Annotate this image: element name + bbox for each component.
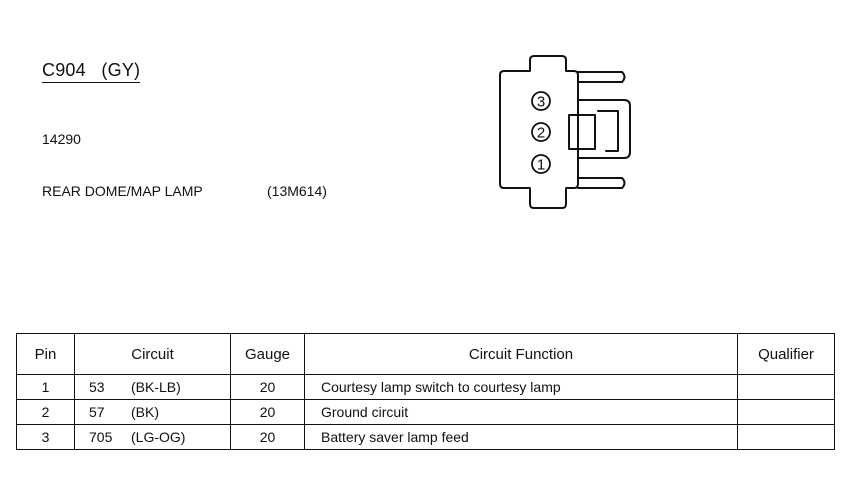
- table-header-row: Pin Circuit Gauge Circuit Function Quali…: [16, 333, 835, 375]
- circuit-number: 57: [89, 404, 105, 420]
- latch-arm-bottom: [577, 177, 626, 189]
- circuit-function-cell: Ground circuit: [304, 399, 738, 425]
- latch-arm-top: [577, 71, 626, 83]
- latch-bracket: [577, 99, 631, 159]
- circuit-function-cell: Battery saver lamp feed: [304, 424, 738, 450]
- table-row: 3 705 (LG-OG) 20 Battery saver lamp feed: [16, 424, 835, 450]
- table-row: 1 53 (BK-LB) 20 Courtesy lamp switch to c…: [16, 374, 835, 400]
- column-header-qualifier: Qualifier: [737, 333, 835, 375]
- pin-label: 1: [537, 157, 545, 174]
- lock-tab: [568, 114, 596, 150]
- pin-cavity-3: 3: [531, 91, 551, 111]
- qualifier-cell: [737, 374, 835, 400]
- pin-cell: 2: [16, 399, 75, 425]
- component-code: (13M614): [267, 183, 327, 199]
- circuit-number: 53: [89, 379, 105, 395]
- pin-cell: 1: [16, 374, 75, 400]
- qualifier-cell: [737, 399, 835, 425]
- qualifier-cell: [737, 424, 835, 450]
- latch-bracket-inner: [597, 110, 619, 152]
- column-header-pin: Pin: [16, 333, 75, 375]
- pin-cavity-1: 1: [531, 154, 551, 174]
- connector-face-diagram: 3 2 1: [499, 55, 631, 209]
- pin-cell: 3: [16, 424, 75, 450]
- circuit-function-cell: Courtesy lamp switch to courtesy lamp: [304, 374, 738, 400]
- pin-table: Pin Circuit Gauge Circuit Function Quali…: [16, 333, 835, 450]
- column-header-circuit: Circuit: [74, 333, 231, 375]
- gauge-cell: 20: [230, 399, 305, 425]
- circuit-number: 705: [89, 429, 113, 445]
- circuit-color: (BK-LB): [131, 379, 181, 395]
- pin-cavity-2: 2: [531, 122, 551, 142]
- component-label: REAR DOME/MAP LAMP (13M614): [42, 183, 327, 199]
- circuit-color: (LG-OG): [131, 429, 186, 445]
- table-row: 2 57 (BK) 20 Ground circuit: [16, 399, 835, 425]
- connector-id-title: C904 (GY): [42, 60, 141, 83]
- gauge-cell: 20: [230, 374, 305, 400]
- gauge-cell: 20: [230, 424, 305, 450]
- component-name: REAR DOME/MAP LAMP: [42, 183, 203, 199]
- pin-label: 3: [537, 94, 545, 111]
- column-header-gauge: Gauge: [230, 333, 305, 375]
- pin-label: 2: [537, 125, 545, 142]
- circuit-cell: 57 (BK): [74, 399, 231, 425]
- column-header-circuit-function: Circuit Function: [304, 333, 738, 375]
- part-number: 14290: [42, 131, 81, 147]
- connector-body-outline: [499, 55, 579, 209]
- circuit-cell: 53 (BK-LB): [74, 374, 231, 400]
- circuit-cell: 705 (LG-OG): [74, 424, 231, 450]
- circuit-color: (BK): [131, 404, 159, 420]
